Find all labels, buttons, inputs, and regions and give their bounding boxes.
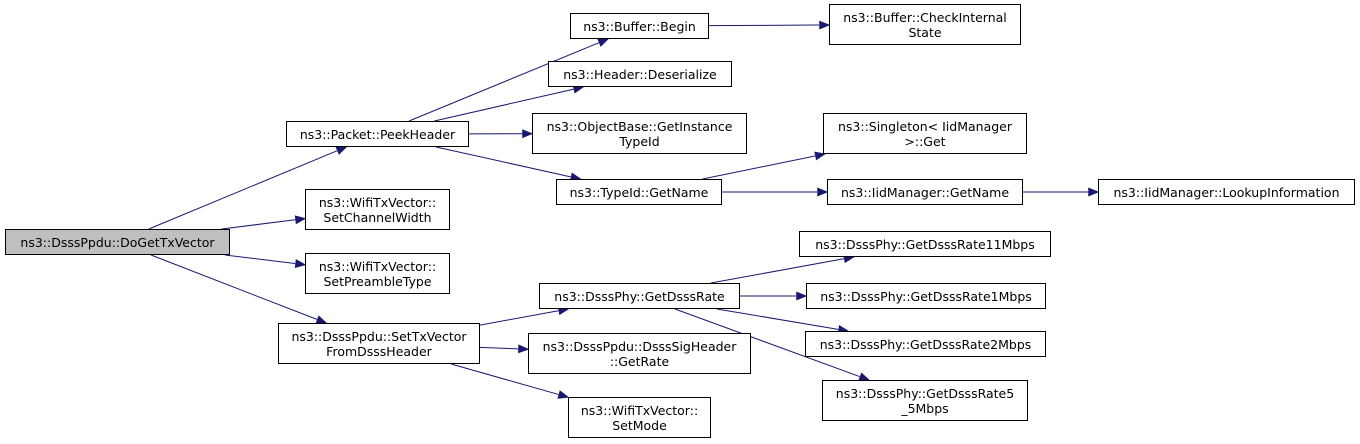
node-label-line: ns3::Packet::PeekHeader bbox=[299, 126, 456, 142]
edge-set_tx_vector_from_dsss_header-to-dsss_sig_header_get_rate bbox=[479, 344, 530, 354]
edge-dsss_phy_get_dsss_rate-to-get_dsss_rate_2mbps bbox=[716, 308, 850, 334]
node-label-line: ns3::DsssPhy::GetDsssRate2Mbps bbox=[819, 336, 1032, 352]
edge-line bbox=[408, 42, 599, 122]
edge-buffer_begin-to-buffer_check_internal_state bbox=[708, 20, 831, 30]
node-label-line: _5Mbps bbox=[901, 400, 949, 416]
node-label-line: State bbox=[908, 24, 942, 40]
node-label-line: ns3::WifiTxVector:: bbox=[318, 194, 437, 210]
edge-set_tx_vector_from_dsss_header-to-dsss_phy_get_dsss_rate bbox=[479, 306, 570, 326]
node-set-channel-width[interactable]: ns3::WifiTxVector::SetChannelWidth bbox=[305, 189, 450, 230]
edge-set_tx_vector_from_dsss_header-to-set_mode bbox=[451, 363, 570, 399]
edge-line bbox=[150, 254, 318, 320]
node-label-line: ns3::DsssPhy::GetDsssRate1Mbps bbox=[820, 288, 1032, 304]
node-label-line: ns3::TypeId::GetName bbox=[569, 184, 709, 200]
node-label-line: ns3::DsssPpdu::SetTxVector bbox=[291, 328, 467, 344]
node-label-line: >::Get bbox=[904, 133, 946, 149]
edge-arrowhead bbox=[796, 291, 808, 301]
node-label-line: ns3::IidManager::LookupInformation bbox=[1113, 184, 1340, 200]
edge-line bbox=[702, 155, 816, 180]
node-label-line: ns3::IidManager::GetName bbox=[840, 184, 1010, 200]
edge-type_id_get_name-to-iid_manager_get_name bbox=[722, 187, 829, 197]
node-get-dsss-rate-1mbps[interactable]: ns3::DsssPhy::GetDsssRate1Mbps bbox=[806, 283, 1046, 309]
edge-arrowhead bbox=[814, 151, 827, 161]
node-label-line: ns3::DsssPhy::GetDsssRate5 bbox=[835, 385, 1015, 401]
node-label-line: ns3::ObjectBase::GetInstance bbox=[546, 118, 733, 134]
node-header-deserialize[interactable]: ns3::Header::Deserialize bbox=[548, 61, 732, 87]
edge-iid_manager_get_name-to-iid_manager_lookup_information bbox=[1023, 187, 1100, 197]
edge-arrowhead bbox=[522, 129, 534, 139]
node-label-line: ns3::Buffer::CheckInternal bbox=[843, 9, 1007, 25]
edge-arrowhead bbox=[1088, 187, 1100, 197]
node-do-get-tx-vector[interactable]: ns3::DsssPpdu::DoGetTxVector bbox=[5, 229, 230, 255]
edge-line bbox=[710, 258, 844, 284]
edge-line bbox=[479, 310, 559, 326]
node-label-line: ns3::DsssPhy::GetDsssRate11Mbps bbox=[815, 236, 1035, 252]
edge-line bbox=[479, 346, 519, 350]
edge-dsss_phy_get_dsss_rate-to-get_dsss_rate_1mbps bbox=[740, 291, 808, 301]
edge-dsss_phy_get_dsss_rate-to-get_dsss_rate_11mbps bbox=[710, 254, 855, 284]
node-iid-manager-get-name[interactable]: ns3::IidManager::GetName bbox=[827, 179, 1023, 205]
edge-do_get_tx_vector-to-set_preamble_type bbox=[224, 254, 307, 268]
node-label-line: ns3::WifiTxVector:: bbox=[580, 402, 699, 418]
node-label-line: SetChannelWidth bbox=[323, 209, 432, 225]
node-label-line: SetPreambleType bbox=[323, 273, 432, 289]
edge-arrowhead bbox=[294, 259, 307, 268]
edge-line bbox=[221, 219, 296, 230]
node-type-id-get-name[interactable]: ns3::TypeId::GetName bbox=[556, 179, 722, 205]
node-packet-peek-header[interactable]: ns3::Packet::PeekHeader bbox=[286, 121, 469, 147]
edge-packet_peek_header-to-object_base_get_instance_type_id bbox=[468, 129, 534, 139]
node-buffer-begin[interactable]: ns3::Buffer::Begin bbox=[570, 13, 709, 39]
edge-arrowhead bbox=[335, 146, 348, 155]
node-label-line: ns3::Header::Deserialize bbox=[563, 66, 717, 82]
node-set-preamble-type[interactable]: ns3::WifiTxVector::SetPreambleType bbox=[305, 253, 450, 294]
node-get-dsss-rate-5-5mbps[interactable]: ns3::DsssPhy::GetDsssRate5_5Mbps bbox=[822, 380, 1028, 421]
edge-line bbox=[674, 308, 860, 378]
edge-arrowhead bbox=[819, 20, 831, 30]
edge-arrowhead bbox=[597, 38, 610, 47]
node-label-line: ns3::DsssPpdu::DoGetTxVector bbox=[20, 234, 215, 250]
node-iid-manager-lookup-information[interactable]: ns3::IidManager::LookupInformation bbox=[1098, 179, 1355, 205]
node-label-line: ns3::DsssPhy::GetDsssRate bbox=[554, 288, 725, 304]
edge-arrowhead bbox=[294, 215, 307, 225]
edge-packet_peek_header-to-buffer_begin bbox=[408, 38, 610, 122]
node-label-line: TypeId bbox=[619, 133, 660, 149]
edge-arrowhead bbox=[817, 187, 829, 197]
edge-line bbox=[436, 146, 571, 178]
edge-type_id_get_name-to-singleton_get bbox=[702, 151, 827, 180]
edge-line bbox=[708, 24, 820, 27]
node-dsss-phy-get-dsss-rate[interactable]: ns3::DsssPhy::GetDsssRate bbox=[539, 283, 740, 309]
edge-line bbox=[434, 88, 574, 122]
node-set-mode[interactable]: ns3::WifiTxVector::SetMode bbox=[568, 397, 711, 438]
node-label-line: ns3::Buffer::Begin bbox=[583, 18, 696, 34]
edge-do_get_tx_vector-to-set_channel_width bbox=[221, 215, 307, 230]
edge-line bbox=[716, 308, 839, 330]
node-label-line: FromDsssHeader bbox=[326, 343, 432, 359]
node-dsss-sig-header-get-rate[interactable]: ns3::DsssPpdu::DsssSigHeader::GetRate bbox=[528, 333, 751, 374]
node-get-dsss-rate-2mbps[interactable]: ns3::DsssPhy::GetDsssRate2Mbps bbox=[805, 331, 1046, 357]
edge-do_get_tx_vector-to-packet_peek_header bbox=[148, 146, 348, 230]
edge-arrowhead bbox=[518, 344, 530, 354]
node-label-line: ::GetRate bbox=[609, 353, 670, 369]
node-label-line: ns3::Singleton< IidManager bbox=[837, 118, 1013, 134]
edge-line bbox=[451, 363, 559, 395]
edge-arrowhead bbox=[557, 390, 570, 399]
node-get-dsss-rate-11mbps[interactable]: ns3::DsssPhy::GetDsssRate11Mbps bbox=[799, 231, 1051, 257]
node-label-line: ns3::WifiTxVector:: bbox=[318, 258, 437, 274]
node-label-line: ns3::DsssPpdu::DsssSigHeader bbox=[542, 338, 737, 354]
node-singleton-get[interactable]: ns3::Singleton< IidManager >::Get bbox=[823, 113, 1027, 154]
node-label-line: SetMode bbox=[612, 417, 667, 433]
edge-line bbox=[224, 254, 296, 265]
edge-line bbox=[148, 150, 338, 230]
